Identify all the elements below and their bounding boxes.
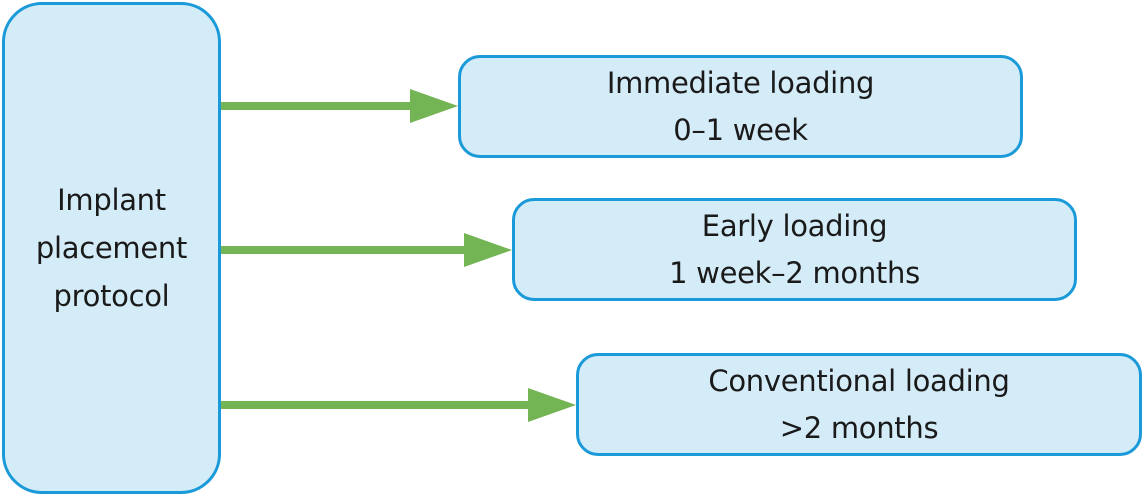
- conventional-loading-title: Conventional loading: [708, 363, 1010, 398]
- early-loading-title: Early loading: [701, 208, 888, 243]
- source-label-line-3: protocol: [53, 279, 170, 313]
- conventional-loading-box: Conventional loading >2 months: [576, 353, 1142, 456]
- conventional-loading-range: >2 months: [779, 410, 939, 445]
- source-label-line-2: placement: [35, 231, 188, 265]
- arrow-1-shaft: [221, 102, 417, 110]
- arrow-3-head: [528, 388, 576, 422]
- arrow-2-head: [464, 233, 512, 267]
- immediate-loading-range: 0–1 week: [673, 112, 808, 147]
- implant-placement-protocol-box: Implant placement protocol: [2, 2, 221, 494]
- arrow-1-head: [410, 89, 458, 123]
- arrow-2-shaft: [221, 246, 471, 254]
- immediate-loading-title: Immediate loading: [606, 65, 875, 100]
- arrow-3-shaft: [221, 401, 535, 409]
- source-label-line-1: Implant: [57, 183, 166, 217]
- early-loading-range: 1 week–2 months: [669, 255, 920, 290]
- immediate-loading-box: Immediate loading 0–1 week: [458, 55, 1023, 158]
- early-loading-box: Early loading 1 week–2 months: [512, 198, 1077, 301]
